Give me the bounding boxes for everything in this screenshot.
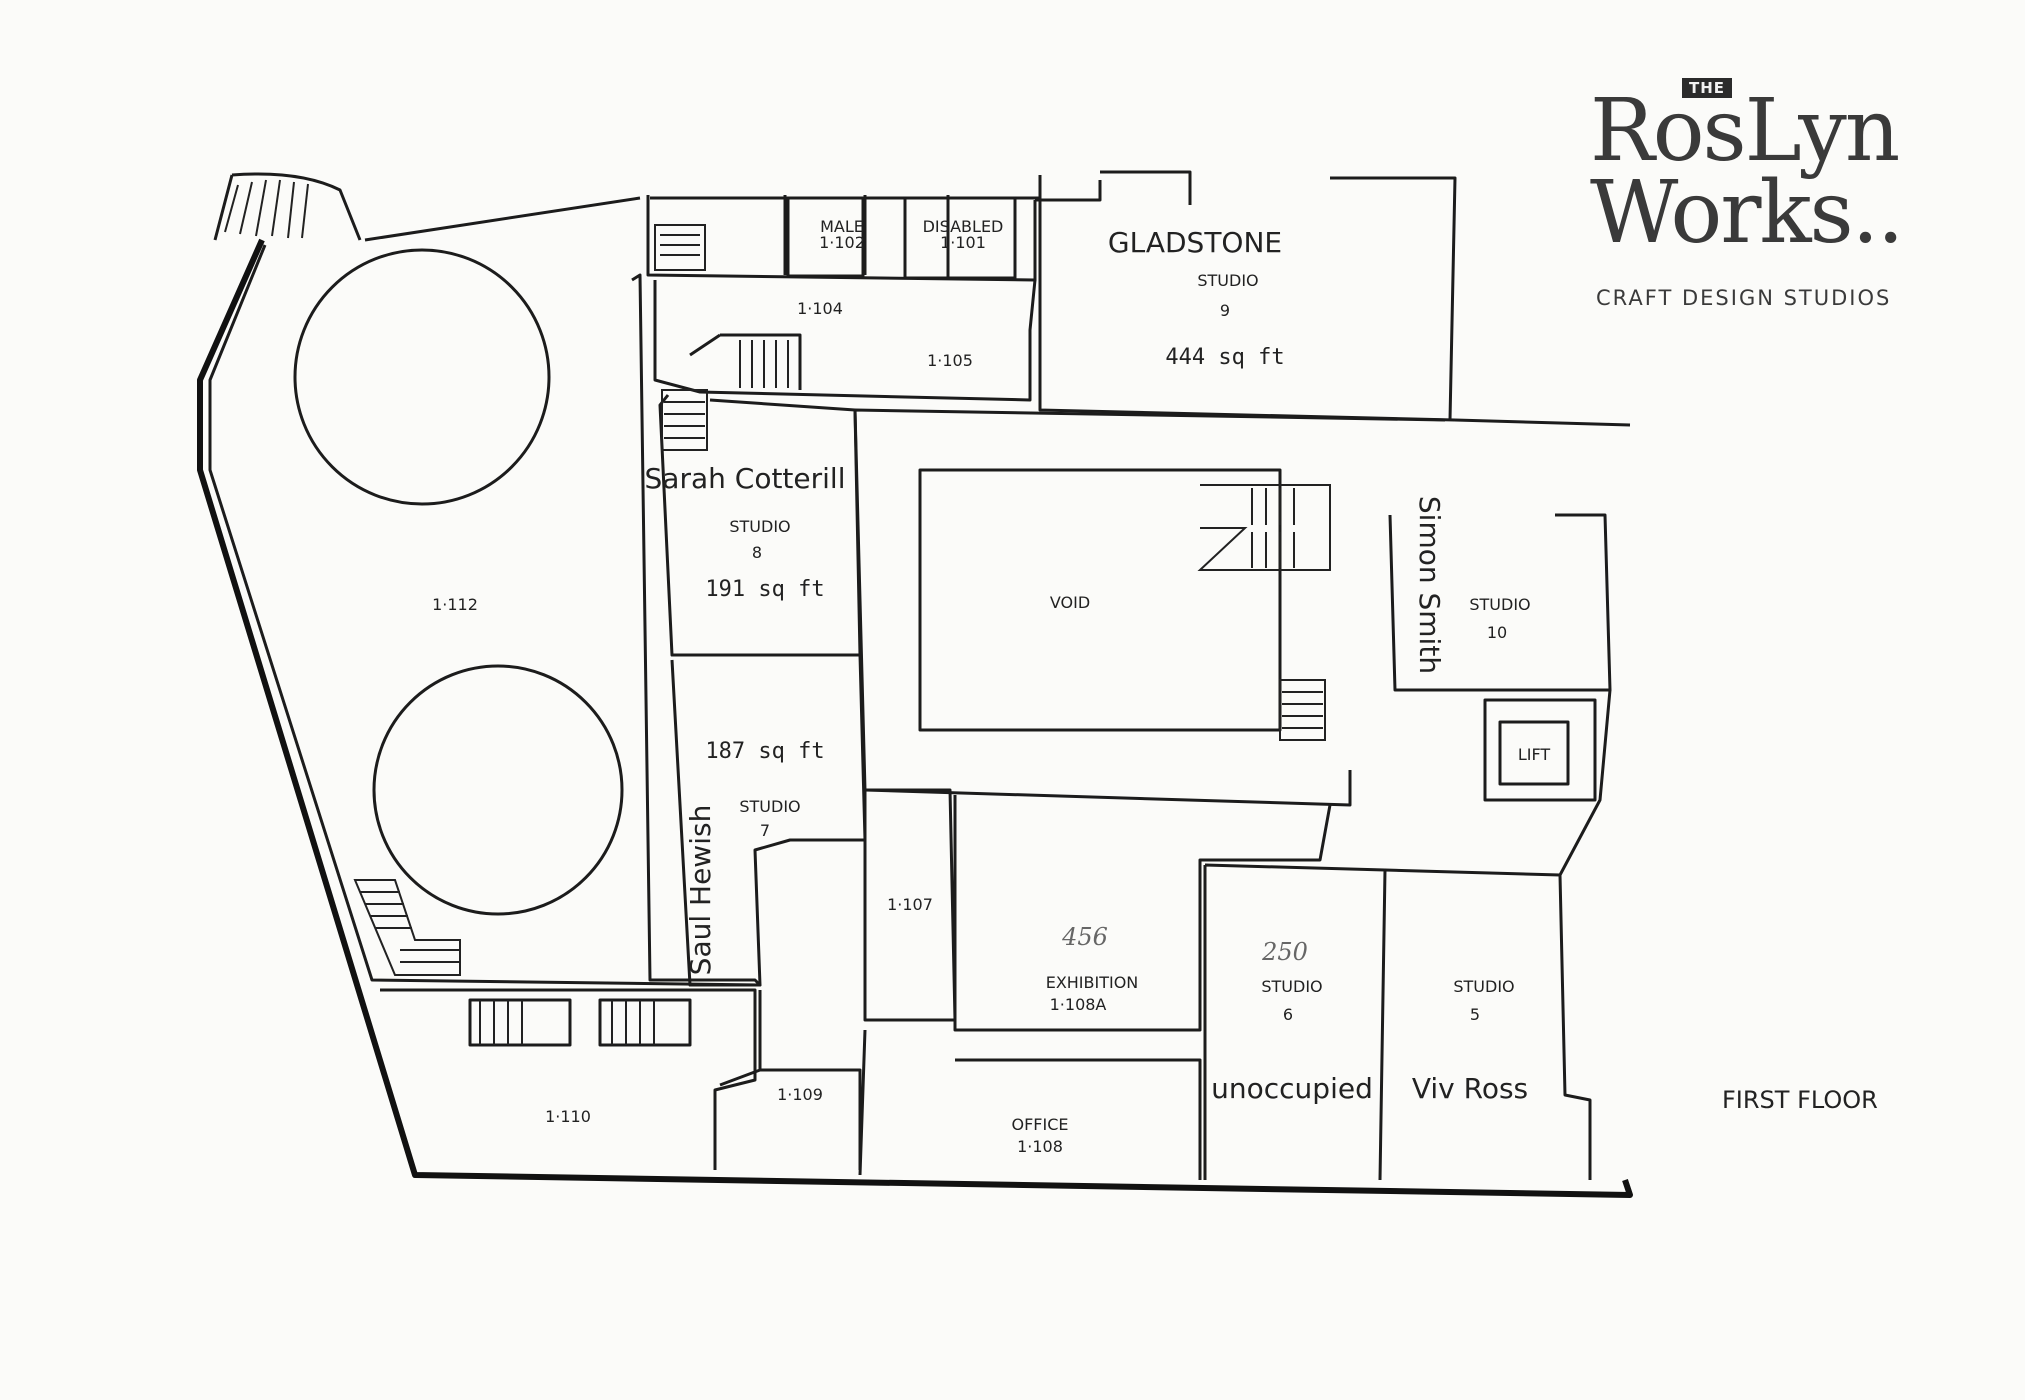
room-1110-walls bbox=[380, 988, 757, 1170]
room-1107-number: 1·107 bbox=[887, 895, 933, 914]
room-1104-number: 1·104 bbox=[797, 299, 843, 318]
logo-badge: THE bbox=[1682, 78, 1733, 98]
studio-6-type: STUDIO bbox=[1261, 977, 1322, 996]
studio-8-area: 191 sq ft bbox=[705, 577, 824, 602]
room-1112-number: 1·112 bbox=[432, 595, 478, 614]
logo-line-2: Works.. bbox=[1590, 163, 1904, 263]
room-1109-number: 1·109 bbox=[777, 1085, 823, 1104]
studio-7-number: 7 bbox=[760, 821, 770, 840]
lift-shaft bbox=[1483, 698, 1597, 802]
circular-feature-bottom bbox=[372, 664, 624, 916]
male-toilet bbox=[786, 196, 865, 278]
studio-9-number: 9 bbox=[1220, 301, 1230, 320]
void-stairs-bottom bbox=[1279, 679, 1326, 741]
studio-5-tenant: Viv Ross bbox=[1412, 1072, 1528, 1105]
void-label: VOID bbox=[1050, 593, 1090, 612]
studio-6-number: 6 bbox=[1283, 1005, 1293, 1024]
studio-8-number: 8 bbox=[752, 543, 762, 562]
void-stairs-top bbox=[1197, 484, 1331, 571]
lift-label: LIFT bbox=[1518, 745, 1551, 764]
lift-car bbox=[1498, 720, 1570, 786]
studio-9-area: 444 sq ft bbox=[1165, 345, 1284, 370]
void-corridor-walls bbox=[853, 408, 1446, 807]
studio-9-walls bbox=[1035, 175, 1456, 422]
logo-line-1: RosLyn bbox=[1590, 81, 1900, 181]
studio-5-walls bbox=[1384, 689, 1612, 1180]
studio-10-number: 10 bbox=[1487, 623, 1507, 642]
room-1110-stairs bbox=[479, 1000, 655, 1045]
exterior-wall bbox=[197, 238, 1633, 1198]
studio-9-type: STUDIO bbox=[1197, 271, 1258, 290]
office-label: OFFICE bbox=[1012, 1115, 1069, 1134]
entrance-stair-curve bbox=[213, 172, 362, 241]
floor-label: FIRST FLOOR bbox=[1722, 1086, 1878, 1114]
logo-tagline: CRAFT DESIGN STUDIOS bbox=[1596, 286, 1892, 310]
toilet-stairs bbox=[654, 224, 706, 271]
studio-7-area: 187 sq ft bbox=[705, 739, 824, 764]
office-walls bbox=[858, 1029, 1202, 1180]
north-wall-left bbox=[364, 170, 1457, 421]
studio-10-tenant: Simon Smith bbox=[1413, 496, 1446, 674]
studio-7-type: STUDIO bbox=[739, 797, 800, 816]
male-label: MALE bbox=[820, 217, 864, 236]
entrance-stairs bbox=[224, 179, 309, 239]
studio-6-walls bbox=[1203, 863, 1387, 1181]
disabled-number: 1·101 bbox=[940, 233, 986, 252]
studio-5-number: 5 bbox=[1470, 1005, 1480, 1024]
exhibition-label: EXHIBITION bbox=[1046, 973, 1139, 992]
room-1105-number: 1·105 bbox=[927, 351, 973, 370]
studio-8-stairs bbox=[661, 389, 708, 451]
exhibition-number: 1·108A bbox=[1050, 995, 1107, 1014]
circular-feature-top bbox=[293, 248, 551, 506]
corridor-stairs bbox=[739, 340, 789, 388]
studio-10-type: STUDIO bbox=[1469, 595, 1530, 614]
studio-9-tenant: GLADSTONE bbox=[1108, 226, 1282, 259]
room-1110-number: 1·110 bbox=[545, 1107, 591, 1126]
exhibition-pencil-area: 456 bbox=[1061, 923, 1108, 951]
studio-8-type: STUDIO bbox=[729, 517, 790, 536]
studio-8-tenant: Sarah Cotterill bbox=[645, 462, 846, 495]
disabled-toilet bbox=[903, 196, 1017, 280]
room-1109-walls bbox=[719, 990, 862, 1170]
studio-7-tenant: Saul Hewish bbox=[684, 805, 717, 976]
studio-6-tenant: unoccupied bbox=[1211, 1072, 1373, 1105]
studio-5-type: STUDIO bbox=[1453, 977, 1514, 996]
disabled-label: DISABLED bbox=[923, 217, 1004, 236]
office-number: 1·108 bbox=[1017, 1137, 1063, 1156]
room-1112-walls bbox=[208, 244, 762, 987]
exhibition-walls bbox=[953, 795, 1332, 1032]
studio-6-pencil-area: 250 bbox=[1261, 938, 1308, 966]
roslyn-works-logo: THE RosLyn Works.. CRAFT DESIGN STUDIOS bbox=[1590, 74, 1950, 324]
room-1112-stairs bbox=[353, 879, 461, 976]
male-number: 1·102 bbox=[819, 233, 865, 252]
void-area bbox=[918, 468, 1282, 732]
corridor-1104-walls bbox=[653, 279, 1037, 402]
